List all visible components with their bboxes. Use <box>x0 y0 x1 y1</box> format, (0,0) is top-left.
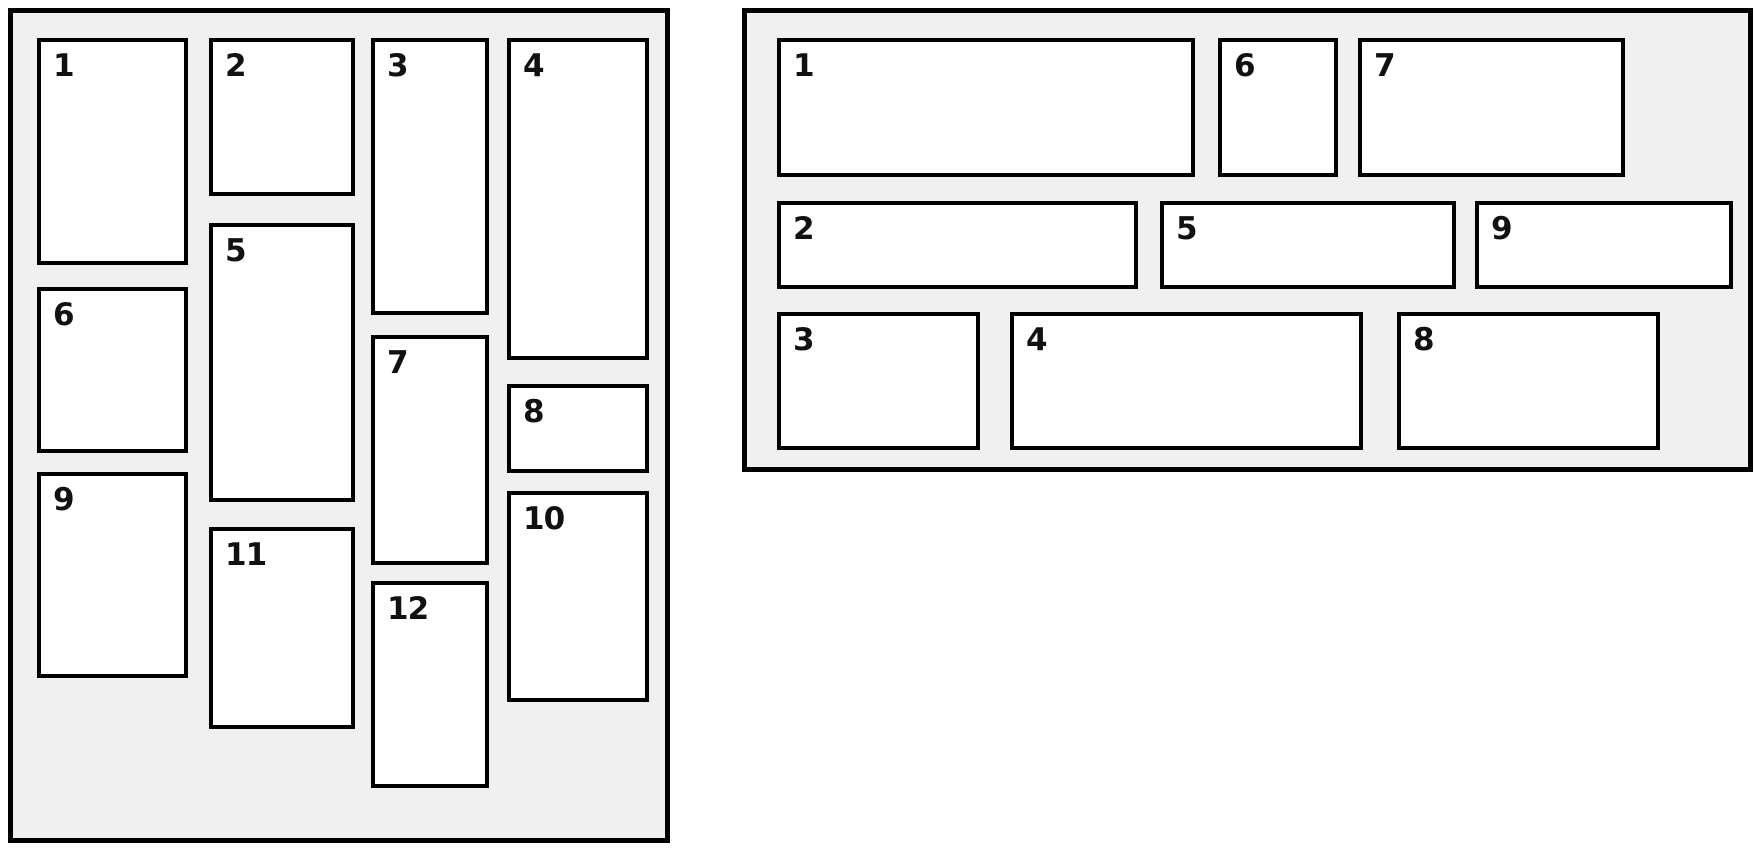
item-number-label: 4 <box>523 48 545 84</box>
masonry-item-12: 12 <box>371 581 489 788</box>
item-number-label: 12 <box>387 591 429 627</box>
item-number-label: 1 <box>793 48 815 84</box>
item-number-label: 2 <box>225 48 247 84</box>
item-number-label: 2 <box>793 211 815 247</box>
masonry-item-3: 3 <box>371 38 489 315</box>
masonry-item-10: 10 <box>507 491 649 702</box>
item-number-label: 8 <box>523 394 545 430</box>
item-number-label: 9 <box>53 482 75 518</box>
masonry-item-1: 1 <box>777 38 1195 177</box>
item-number-label: 7 <box>1374 48 1396 84</box>
item-number-label: 11 <box>225 537 267 573</box>
masonry-item-9: 9 <box>37 472 188 678</box>
masonry-item-7: 7 <box>1358 38 1625 177</box>
masonry-item-6: 6 <box>37 287 188 453</box>
item-number-label: 5 <box>225 233 247 269</box>
item-number-label: 5 <box>1176 211 1198 247</box>
item-number-label: 8 <box>1413 322 1435 358</box>
masonry-item-4: 4 <box>1010 312 1363 450</box>
item-number-label: 9 <box>1491 211 1513 247</box>
masonry-item-11: 11 <box>209 527 355 729</box>
masonry-item-2: 2 <box>777 201 1138 289</box>
horizontal-masonry-panel: 1 2 3 4 5 6 7 8 9 <box>742 8 1753 472</box>
masonry-item-5: 5 <box>209 223 355 502</box>
masonry-item-3: 3 <box>777 312 980 450</box>
item-number-label: 1 <box>53 48 75 84</box>
masonry-item-7: 7 <box>371 335 489 565</box>
item-number-label: 7 <box>387 345 409 381</box>
masonry-item-8: 8 <box>507 384 649 473</box>
masonry-item-4: 4 <box>507 38 649 360</box>
masonry-item-9: 9 <box>1475 201 1733 289</box>
masonry-item-5: 5 <box>1160 201 1456 289</box>
item-number-label: 10 <box>523 501 565 537</box>
masonry-item-6: 6 <box>1218 38 1338 177</box>
item-number-label: 3 <box>387 48 409 84</box>
item-number-label: 4 <box>1026 322 1048 358</box>
item-number-label: 6 <box>1234 48 1256 84</box>
item-number-label: 3 <box>793 322 815 358</box>
masonry-item-1: 1 <box>37 38 188 265</box>
masonry-item-8: 8 <box>1397 312 1660 450</box>
item-number-label: 6 <box>53 297 75 333</box>
masonry-item-2: 2 <box>209 38 355 196</box>
